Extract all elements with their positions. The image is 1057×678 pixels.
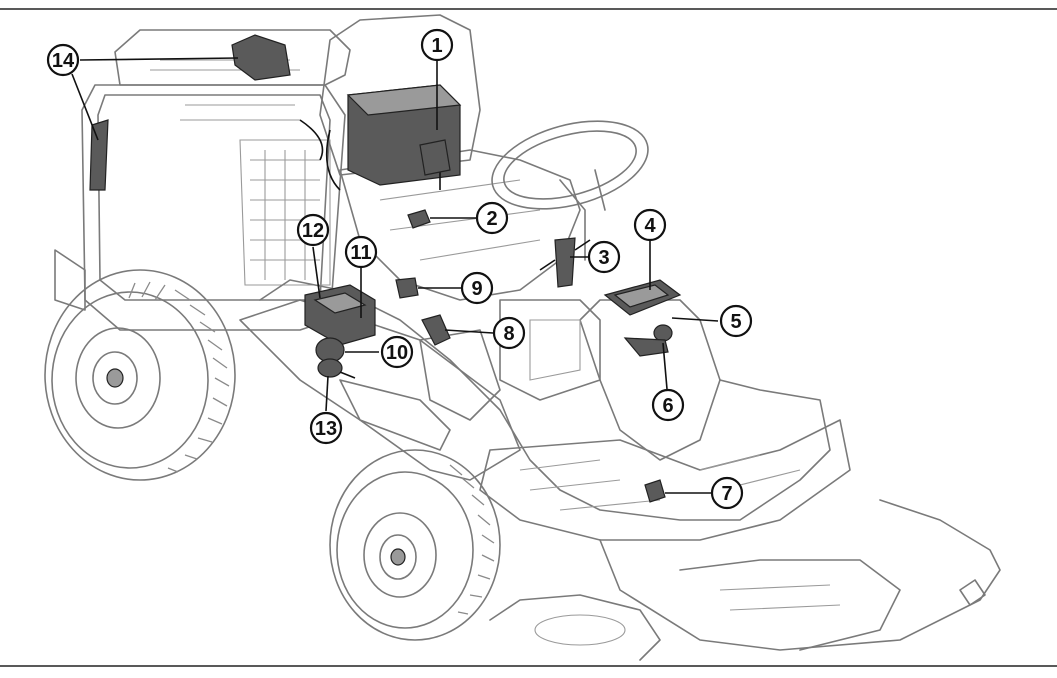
callout-circle: [460, 271, 494, 305]
mower-illustration: [44, 14, 1001, 661]
callout-number: 9: [471, 278, 482, 300]
callout-13: 13: [309, 411, 343, 445]
callout-circle: [420, 28, 454, 62]
steering-wheel: [491, 120, 649, 261]
lever-switch: [421, 314, 451, 346]
callout-circle: [587, 240, 621, 274]
callout-6: 6: [651, 388, 685, 422]
hood-switch: [89, 34, 291, 191]
callout-circle: [344, 235, 378, 269]
rear-wheel: [44, 269, 236, 481]
control-lever: [623, 337, 669, 357]
callout-circle: [475, 201, 509, 235]
callout-10: 10: [380, 335, 414, 369]
battery: [299, 84, 462, 191]
leader-12: [312, 246, 321, 299]
callout-number: 4: [644, 215, 656, 237]
callout-number: 2: [486, 208, 497, 230]
callout-circle: [309, 411, 343, 445]
callout-14: 14: [46, 43, 80, 77]
callout-number: 6: [662, 395, 673, 417]
callout-5: 5: [719, 304, 753, 338]
callout-number: 1: [431, 35, 442, 57]
callout-2: 2: [475, 201, 509, 235]
callout-circle: [719, 304, 753, 338]
ignition-switch: [653, 324, 673, 342]
leader-8: [444, 329, 494, 334]
front-wheel: [329, 449, 501, 641]
callout-circle: [633, 208, 667, 242]
callout-number: 7: [721, 483, 732, 505]
callout-number: 10: [386, 342, 408, 364]
callout-number: 14: [52, 50, 75, 72]
mower-deck: [489, 594, 661, 661]
control-module: [304, 284, 376, 346]
callout-9: 9: [460, 271, 494, 305]
callout-circle: [46, 43, 80, 77]
leader-5: [671, 317, 719, 322]
dashboard-panel: [603, 279, 682, 316]
callout-11: 11: [344, 235, 378, 269]
components: [89, 34, 682, 503]
callout-1: 1: [420, 28, 454, 62]
callout-number: 12: [302, 220, 324, 242]
electric-motor: [315, 337, 356, 379]
callout-number: 11: [350, 242, 371, 264]
callout-12: 12: [296, 213, 330, 247]
leader-lines: [71, 57, 719, 494]
callout-number: 8: [503, 323, 514, 345]
switch-9: [395, 277, 419, 299]
leader-14b: [71, 73, 99, 141]
callout-number: 13: [315, 418, 337, 440]
leader-13: [325, 375, 329, 412]
seat-switch: [407, 209, 431, 229]
callout-circle: [651, 388, 685, 422]
callout-3: 3: [587, 240, 621, 274]
callout-8: 8: [492, 316, 526, 350]
cable-sensor: [539, 237, 591, 288]
callout-circle: [296, 213, 330, 247]
leader-6: [662, 342, 668, 390]
callout-4: 4: [633, 208, 667, 242]
callout-number: 5: [730, 311, 741, 333]
callout-7: 7: [710, 476, 744, 510]
callout-circle: [492, 316, 526, 350]
callout-circle: [710, 476, 744, 510]
callout-number: 3: [598, 247, 609, 269]
leader-14a: [79, 57, 239, 61]
callout-circle: [380, 335, 414, 369]
pedal-switch: [644, 479, 666, 503]
